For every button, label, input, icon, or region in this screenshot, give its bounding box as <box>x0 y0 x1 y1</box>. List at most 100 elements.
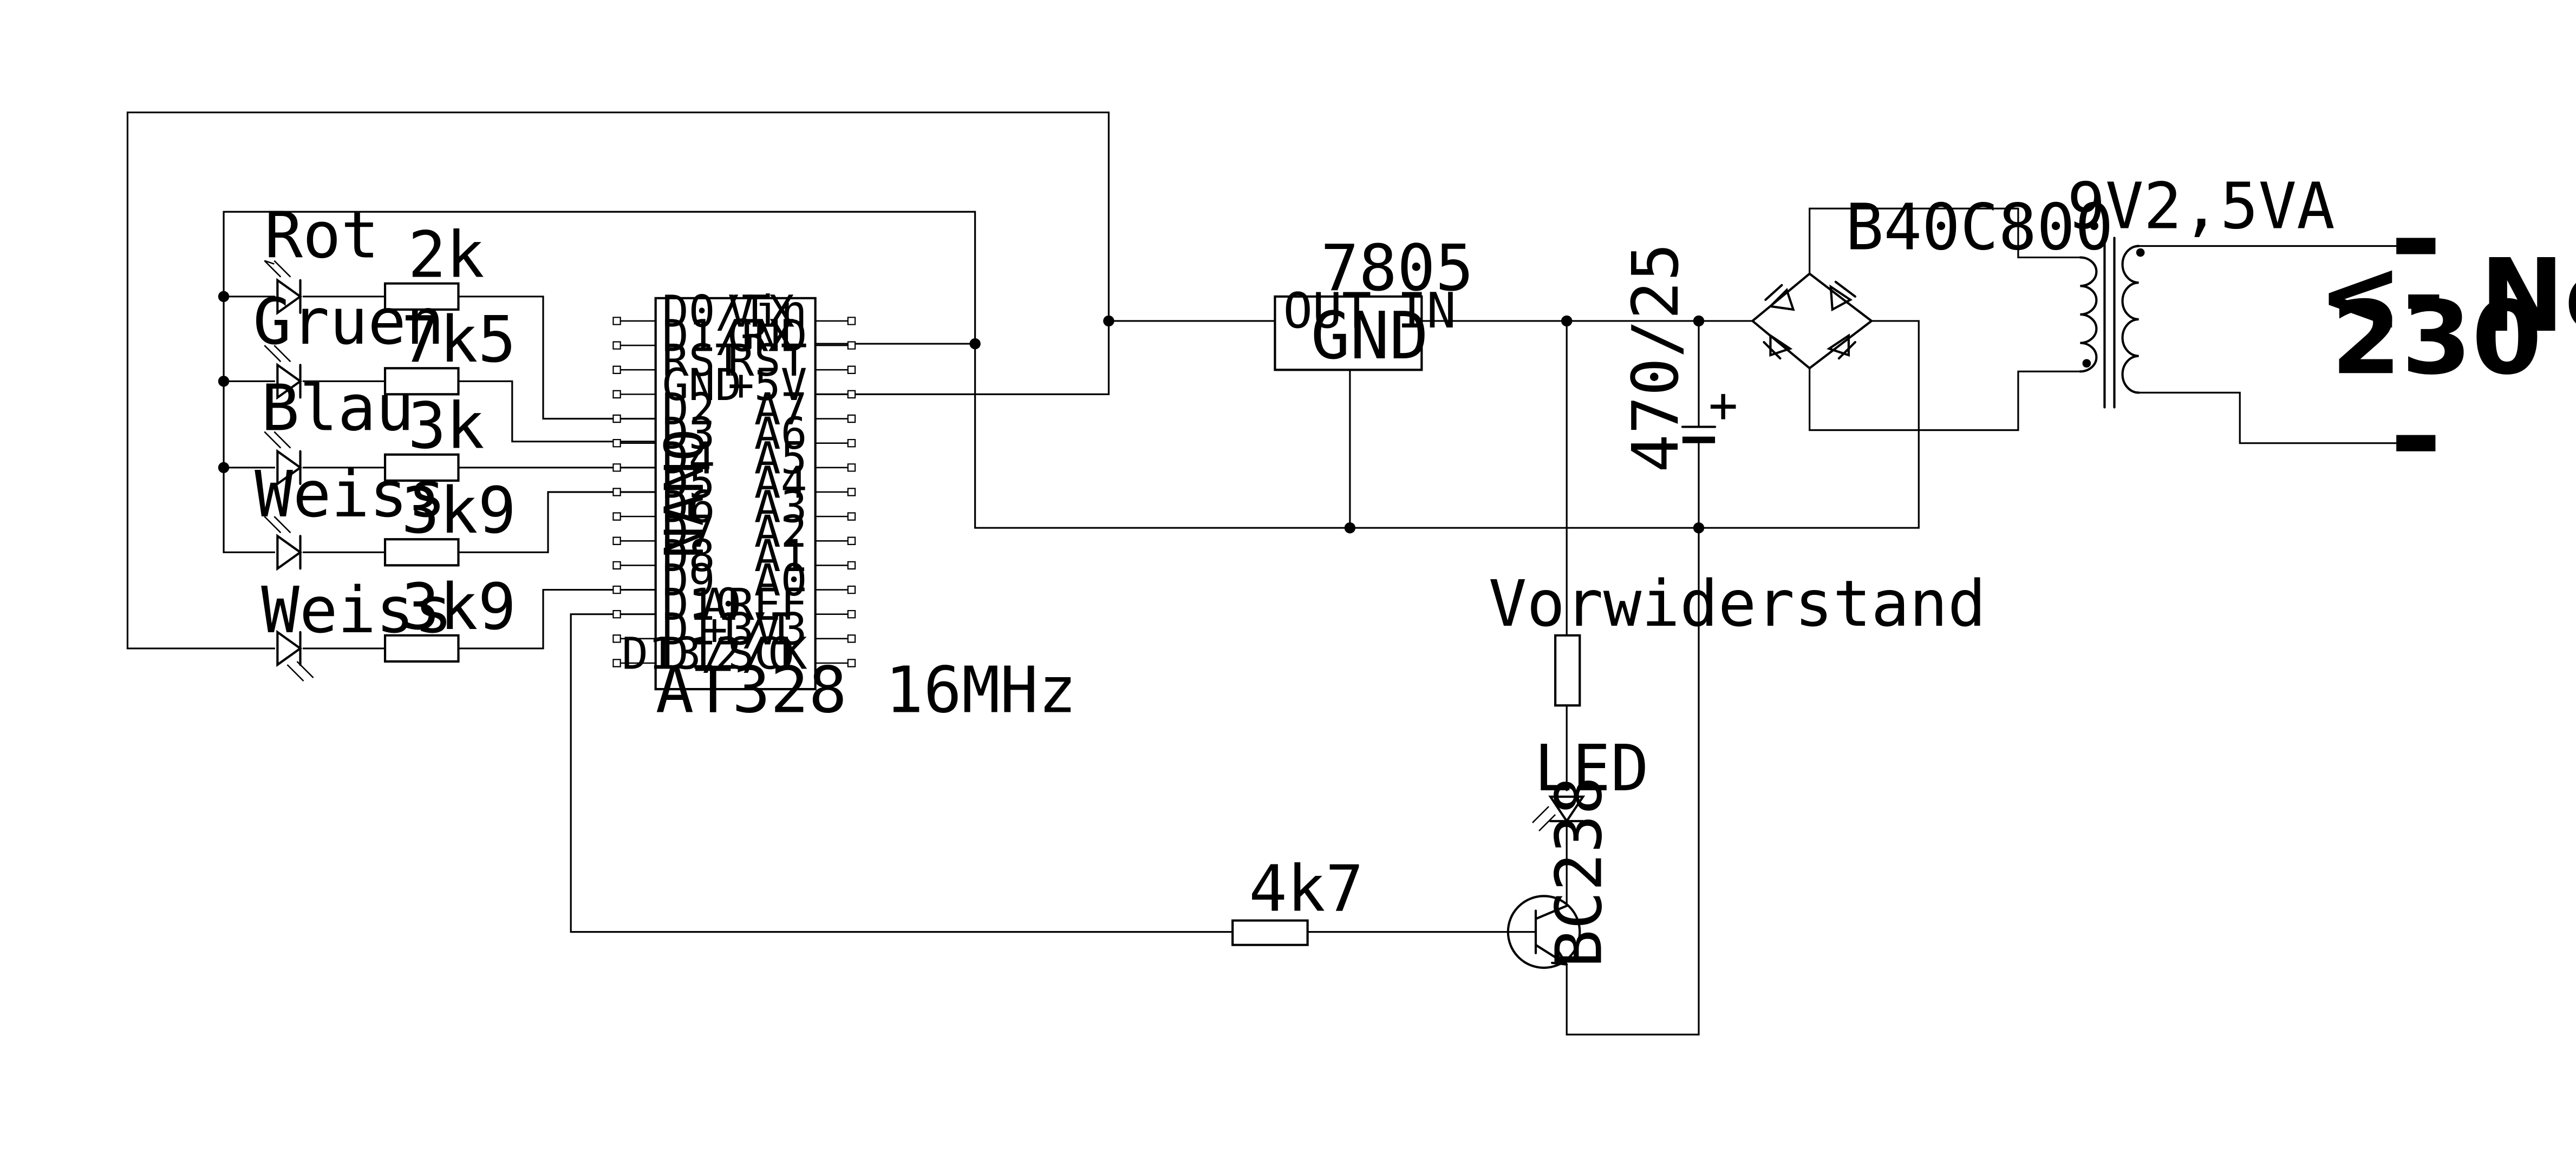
wire-led2 <box>224 381 656 441</box>
pin-label-left: D3 <box>662 409 715 460</box>
diode-icon <box>1765 285 1793 310</box>
vorwiderstand-label: Vorwiderstand <box>1489 567 1986 641</box>
mains-label-line2: 230 V <box>2331 280 2576 397</box>
pin-label-left: D0/TX <box>662 286 795 337</box>
led-rot: Rot <box>264 199 379 313</box>
junctions <box>218 291 1705 534</box>
pin-terminal-icon <box>848 342 855 349</box>
pin-terminal-icon <box>613 317 620 324</box>
pin-label-left: D6 <box>662 482 715 533</box>
led-weiss-1: Weiss <box>255 457 446 568</box>
mains-terminal-icon <box>2396 238 2436 254</box>
wire-led4 <box>224 492 656 552</box>
pin-terminal-icon <box>613 586 620 593</box>
pin-terminal-icon <box>848 440 855 447</box>
wire-led5 <box>128 590 656 648</box>
pin-label-left: D1/RX <box>662 311 795 362</box>
pin-terminal-icon <box>848 391 855 398</box>
resistor-4k7 <box>1232 921 1307 945</box>
led-label: Gruen <box>253 285 444 359</box>
pin-terminal-icon <box>848 562 855 569</box>
resistor-2k <box>385 284 458 310</box>
wire-mains-bottom <box>2139 392 2400 443</box>
transistor-body-icon <box>1508 896 1580 967</box>
junction-dot <box>969 338 981 350</box>
pin-label-left: RST <box>662 336 742 386</box>
led-gruen: Gruen <box>253 285 445 397</box>
led-label: Blau <box>261 371 414 445</box>
nano-pins: D0/TXD1/RXRSTGNDD2D3D4D5D6D7D8D9D10D11/I… <box>613 286 855 680</box>
junction-dot <box>218 291 230 303</box>
resistor-3k9 <box>385 539 458 565</box>
pin-terminal-icon <box>613 342 620 349</box>
junction-dot <box>1103 315 1114 327</box>
led-symbol-icon <box>277 536 300 568</box>
light-rays-icon <box>264 516 290 533</box>
light-rays-icon <box>287 661 313 681</box>
junction-dot <box>1693 522 1705 534</box>
pin-terminal-icon <box>613 562 620 569</box>
transistor-label: BC238 <box>1542 776 1616 967</box>
pin-terminal-icon <box>848 366 855 373</box>
bridge-rectifier: B40C800 <box>1752 191 2114 369</box>
pin-label-left: D10 <box>662 580 742 631</box>
transformer: 9V2,5VA <box>2067 169 2335 407</box>
pin-terminal-icon <box>613 415 620 422</box>
pin-label-left: D2 <box>662 384 715 435</box>
pin-terminal-icon <box>613 464 620 471</box>
led-blau: Blau <box>261 371 414 484</box>
junction-dot <box>1344 522 1356 534</box>
capacitor-polarity: + <box>1708 377 1738 434</box>
led-symbol-icon <box>277 365 300 397</box>
junction-dot <box>1693 315 1705 327</box>
pin-terminal-icon <box>613 659 620 666</box>
pin-terminal-icon <box>848 586 855 593</box>
light-rays-icon <box>264 261 290 277</box>
pin-label-left: D5 <box>662 458 715 509</box>
led-resistors: 2k 7k5 3k 3k9 3k9 <box>385 218 516 661</box>
wire-emitter-gnd <box>1567 528 1699 1034</box>
winding-dot-icon <box>2082 359 2091 368</box>
wire-led1 <box>224 297 656 419</box>
light-rays-icon <box>1532 807 1555 831</box>
pin-label-left: D11/I <box>662 604 795 655</box>
base-resistor-label: 4k7 <box>1249 851 1364 926</box>
pin-terminal-icon <box>613 391 620 398</box>
pin-label-right: A1 <box>754 531 807 582</box>
regulator-in-pin: IN <box>1397 283 1456 339</box>
diode-icon <box>1829 336 1855 358</box>
junction-dot <box>1561 315 1573 327</box>
junction-dot <box>218 462 230 474</box>
regulator-out-pin: OUT <box>1283 283 1371 339</box>
pin-label-right: AREF <box>701 580 807 631</box>
led-label: Weiss <box>255 457 446 532</box>
light-rays-icon <box>264 432 290 448</box>
pin-label-left: GND <box>662 360 742 411</box>
pin-label-right: +3V3 <box>701 604 807 655</box>
pin-label-right: D13/SCK <box>622 629 807 680</box>
secondary-coil-icon <box>2123 246 2139 392</box>
pin-terminal-icon <box>848 635 855 642</box>
pin-terminal-icon <box>848 317 855 324</box>
diode-icon <box>1831 282 1855 310</box>
resistor-label: 3k <box>408 389 484 463</box>
resistor-label: 7k5 <box>401 303 516 377</box>
pin-label-right: A7 <box>754 384 807 435</box>
led-symbol-icon <box>277 280 300 313</box>
nano-label: NANO <box>654 429 716 558</box>
wire-ac-bottom <box>1810 368 2081 430</box>
led-symbol-icon <box>277 451 300 484</box>
resistor-vorwiderstand <box>1555 635 1580 705</box>
transformer-core-icon <box>2104 238 2114 407</box>
pin-terminal-icon <box>848 538 855 545</box>
pin-label-left: D9 <box>662 555 715 606</box>
nano-caption: AT328 16MHz <box>656 653 1077 727</box>
pin-label-left: D8 <box>662 531 715 582</box>
mains-input: <- Netz 230 V <box>2318 238 2576 451</box>
pin-label-right: A5 <box>754 433 807 484</box>
resistor-7k5 <box>385 368 458 394</box>
pin-terminal-icon <box>613 366 620 373</box>
pin-terminal-icon <box>613 635 620 642</box>
wire-gnd-left-loop <box>224 212 1919 528</box>
